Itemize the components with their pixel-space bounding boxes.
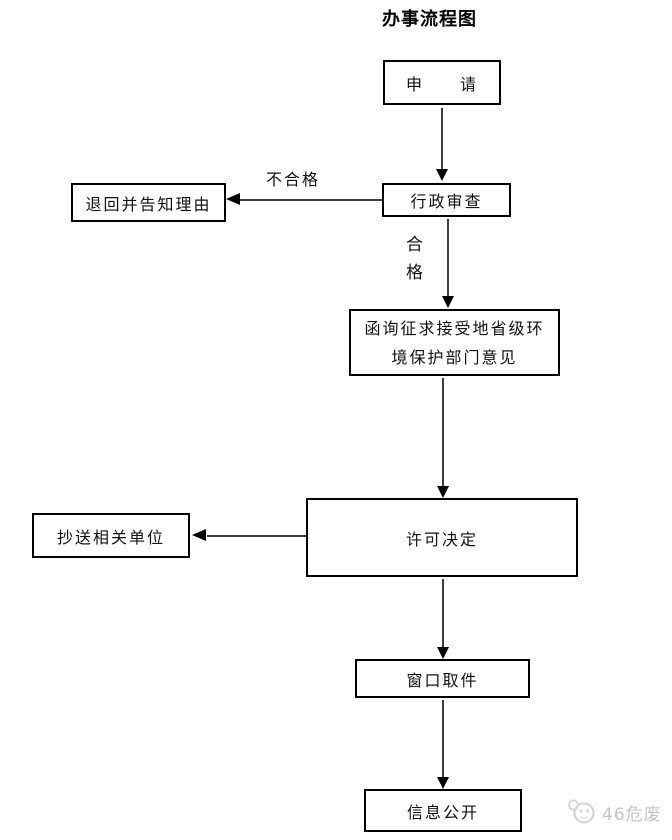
watermark: 46危废 <box>566 797 662 827</box>
arrowhead-down-icon <box>437 777 449 789</box>
flow-node-consult-label-line2: 境保护部门意见 <box>391 347 518 367</box>
arrow-apply-to-review <box>441 108 443 170</box>
flow-node-publish-label: 信息公开 <box>406 802 479 822</box>
arrow-decision-to-pickup <box>442 579 444 647</box>
page-title: 办事流程图 <box>382 9 477 30</box>
flow-node-consult-label-line1: 函询征求接受地省级环 <box>364 318 545 338</box>
flow-node-consult: 函询征求接受地省级环 境保护部门意见 <box>349 309 560 376</box>
edge-label-fail: 不合格 <box>266 170 321 189</box>
watermark-text: 46危废 <box>602 804 662 825</box>
arrow-consult-to-decision <box>442 378 444 486</box>
flow-node-decision-label: 许可决定 <box>405 529 478 549</box>
flow-node-reject: 退回并告知理由 <box>71 183 226 222</box>
arrow-decision-to-copy <box>207 535 306 537</box>
flow-node-pickup-label: 窗口取件 <box>406 670 479 690</box>
arrow-pickup-to-publish <box>442 700 444 777</box>
panda-logo-icon <box>566 797 598 827</box>
flow-node-decision: 许可决定 <box>306 498 578 577</box>
arrowhead-down-icon <box>442 296 454 308</box>
arrow-review-to-consult <box>447 219 449 296</box>
edge-label-pass: 合格 <box>406 235 423 283</box>
arrow-review-to-reject <box>240 199 382 201</box>
flow-node-copy-label: 抄送相关单位 <box>56 527 165 547</box>
flow-node-publish: 信息公开 <box>364 789 522 832</box>
arrowhead-down-icon <box>437 647 449 659</box>
arrowhead-left-icon <box>226 193 240 205</box>
flow-node-pickup: 窗口取件 <box>355 659 530 698</box>
flow-node-apply-label: 申 请 <box>405 74 478 94</box>
arrowhead-down-icon <box>437 486 449 498</box>
flow-node-review: 行政审查 <box>382 183 511 217</box>
flow-node-copy: 抄送相关单位 <box>32 513 190 558</box>
flow-node-review-label: 行政审查 <box>410 192 483 211</box>
arrowhead-left-icon <box>192 529 206 541</box>
arrowhead-down-icon <box>436 169 448 181</box>
flow-node-apply: 申 请 <box>383 60 501 105</box>
flow-node-reject-label: 退回并告知理由 <box>85 194 212 214</box>
